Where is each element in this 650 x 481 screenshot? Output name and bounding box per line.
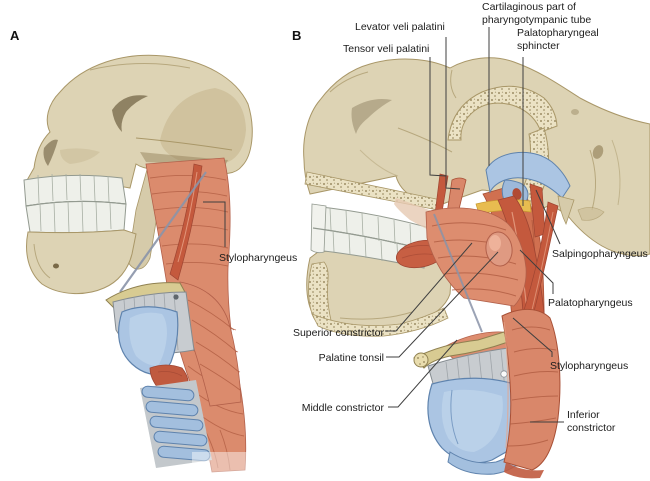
label-palatopharyngeal-sphincter-line1: Palatopharyngeal bbox=[517, 27, 599, 39]
leader-palatopharyngeus bbox=[519, 249, 554, 294]
pharyngeal-muscles-a bbox=[119, 157, 247, 473]
panel-b-letter: B bbox=[292, 28, 302, 43]
label-inferior-constrictor-line1: Inferior bbox=[567, 409, 600, 421]
styloid-process bbox=[557, 195, 575, 226]
label-palatopharyngeal-sphincter: Palatopharyngeal sphincter bbox=[517, 27, 599, 53]
mandible-b bbox=[306, 249, 453, 337]
panel-a-letter: A bbox=[10, 28, 20, 43]
trachea-a bbox=[140, 380, 212, 468]
leader-salpingopharyngeus bbox=[535, 189, 561, 245]
label-cartilaginous-part-line2: pharyngotympanic tube bbox=[482, 14, 592, 26]
mandible-a bbox=[26, 229, 137, 295]
panel-a-illustration bbox=[23, 54, 254, 480]
label-inferior-constrictor: Inferior constrictor bbox=[567, 409, 615, 435]
leader-tensor bbox=[429, 57, 447, 177]
leader-stylopharyngeus-b bbox=[512, 317, 553, 357]
label-inferior-constrictor-line2: constrictor bbox=[567, 422, 616, 434]
inferior-constrictor-muscle bbox=[501, 309, 561, 479]
leader-palatine-tonsil bbox=[386, 251, 499, 358]
label-palatopharyngeal-sphincter-line2: sphincter bbox=[517, 40, 560, 52]
leader-superior-constrictor bbox=[385, 242, 473, 332]
stylohyoid-ligament-b bbox=[433, 213, 483, 333]
larynx-b bbox=[413, 331, 537, 475]
label-palatine-tonsil: Palatine tonsil bbox=[318, 352, 384, 364]
stylohyoid-ligament-a bbox=[119, 171, 207, 293]
label-cartilaginous-part: Cartilaginous part of pharyngotympanic t… bbox=[482, 1, 591, 27]
label-levator-veli-palatini: Levator veli palatini bbox=[355, 21, 445, 33]
panel-b-illustration bbox=[303, 27, 650, 479]
label-palatopharyngeus: Palatopharyngeus bbox=[548, 297, 633, 309]
teeth-a bbox=[23, 173, 127, 234]
label-stylopharyngeus-b: Stylopharyngeus bbox=[550, 360, 629, 372]
leader-stylopharyngeus-a bbox=[203, 201, 226, 247]
sphenoid-spongy-bone bbox=[447, 85, 558, 141]
larynx-a bbox=[105, 282, 254, 480]
label-superior-constrictor: Superior constrictor bbox=[292, 327, 384, 339]
hyoid-bone-b bbox=[413, 331, 509, 369]
label-middle-constrictor: Middle constrictor bbox=[301, 402, 384, 414]
label-stylopharyngeus-a: Stylopharyngeus bbox=[219, 252, 298, 264]
leader-levator bbox=[445, 37, 461, 190]
label-tensor-veli-palatini: Tensor veli palatini bbox=[343, 43, 430, 55]
label-salpingopharyngeus: Salpingopharyngeus bbox=[552, 248, 648, 260]
teeth-b bbox=[310, 203, 431, 269]
leader-middle-constrictor bbox=[388, 339, 458, 408]
label-cartilaginous-part-line1: Cartilaginous part of bbox=[482, 1, 576, 13]
leader-lines-b bbox=[385, 27, 564, 423]
